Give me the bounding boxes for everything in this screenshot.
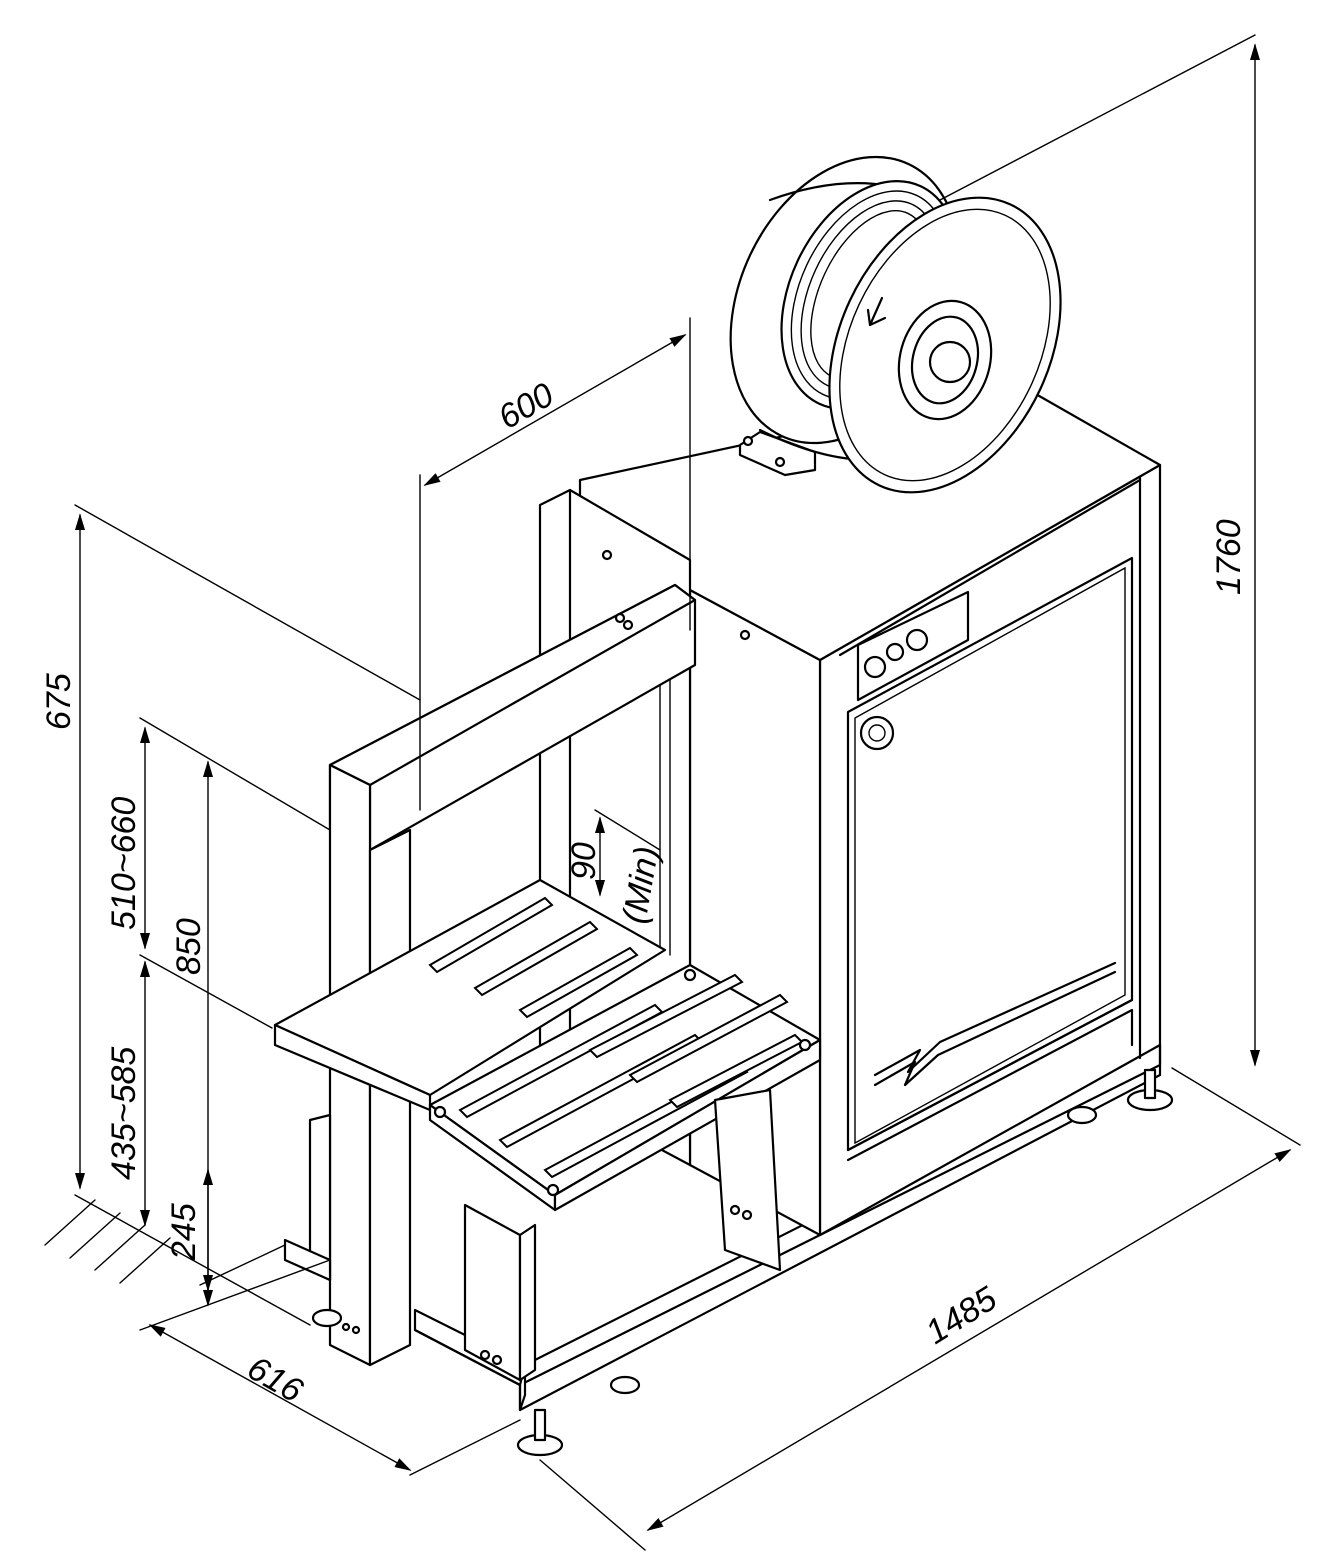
dim-width-total: 616 [241, 1349, 309, 1410]
dim-min-clearance: 90 [565, 842, 603, 880]
leveling-feet [311, 1068, 1174, 1457]
rotation-arrow-icon [866, 296, 887, 327]
door-lock-icon[interactable] [859, 715, 895, 751]
dim-height-total: 1760 [1210, 519, 1248, 595]
knob-icon[interactable] [863, 655, 887, 679]
knob-icon[interactable] [905, 628, 929, 652]
knob-icon[interactable] [885, 642, 905, 662]
dim-base-height: 245 [165, 1203, 203, 1261]
dim-table-range-upper: 510~660 [105, 797, 143, 930]
strap-reel [729, 155, 1062, 494]
dimension-lines [44, 34, 1301, 1551]
dim-table-range-lower: 435~585 [105, 1047, 143, 1180]
dim-length-total: 1485 [919, 1279, 1003, 1351]
left-table-slots [428, 896, 639, 1019]
gear-icon [928, 340, 972, 384]
right-table-slots [458, 973, 804, 1179]
dim-arch-width: 600 [492, 376, 560, 437]
machine-body [273, 383, 1174, 1457]
dim-arch-height: 675 [40, 673, 78, 730]
dim-table-height: 850 [170, 918, 208, 975]
